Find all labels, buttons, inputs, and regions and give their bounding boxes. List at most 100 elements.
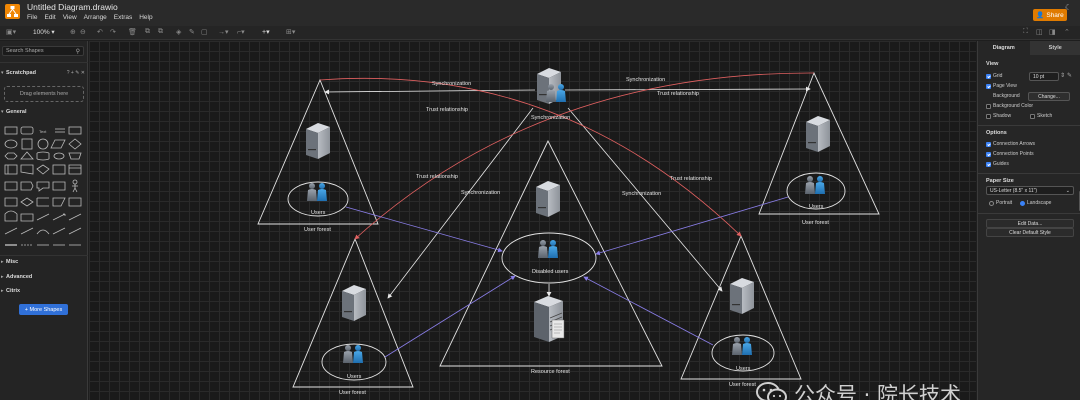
menu-view[interactable]: View bbox=[62, 14, 77, 21]
scratchpad-dropzone[interactable]: Drag elements here bbox=[4, 86, 84, 102]
edge-label-sync-right[interactable]: Synchronization bbox=[626, 77, 665, 83]
section-citrix-label: Citrix bbox=[6, 288, 21, 294]
table-icon[interactable]: ⊞▾ bbox=[286, 29, 296, 36]
connection-arrows-label: Connection Arrows bbox=[993, 141, 1035, 147]
section-scratchpad[interactable]: ▾ Scratchpad ? + ✎ ✕ bbox=[0, 68, 88, 79]
section-citrix[interactable]: ▸ Citrix bbox=[0, 286, 88, 297]
change-background-button[interactable]: Change... bbox=[1028, 92, 1070, 101]
zoom-select[interactable]: 100% ▾ bbox=[33, 29, 55, 36]
search-icon[interactable]: ⚲ bbox=[75, 49, 80, 55]
menu-file[interactable]: File bbox=[27, 14, 38, 21]
zoom-in-icon[interactable]: ⊕ bbox=[70, 29, 76, 36]
portrait-label: Portrait bbox=[996, 200, 1013, 206]
users-label-bottom-left[interactable]: Users bbox=[347, 374, 362, 380]
undo-icon[interactable]: ↶ bbox=[97, 29, 103, 36]
menu-edit[interactable]: Edit bbox=[44, 14, 56, 21]
fill-color-icon[interactable]: ◈ bbox=[176, 29, 182, 36]
theme-toggle-icon[interactable]: ☾ bbox=[1064, 3, 1072, 12]
edge-label-sync-right-low[interactable]: Synchronization bbox=[622, 191, 661, 197]
section-general-label: General bbox=[6, 109, 27, 115]
users-label-left[interactable]: Users bbox=[311, 210, 326, 216]
section-advanced[interactable]: ▸ Advanced bbox=[0, 272, 88, 283]
edge-label-trust-left-low[interactable]: Trust relationship bbox=[416, 174, 458, 180]
paper-size-select[interactable]: US-Letter (8.5" x 11")⌄ bbox=[986, 186, 1074, 195]
stepper-icon[interactable]: ⇕ bbox=[1060, 73, 1066, 79]
watermark-text: 公众号 · 院长技术 bbox=[794, 383, 962, 400]
line-color-icon[interactable]: ✎ bbox=[189, 29, 195, 36]
divider bbox=[978, 125, 1080, 126]
users-label-bottom-right[interactable]: Users bbox=[736, 366, 751, 372]
menu-arrange[interactable]: Arrange bbox=[83, 14, 107, 21]
grid-checkbox[interactable]: Grid bbox=[986, 73, 1002, 79]
forest-label-bottom-left[interactable]: User forest bbox=[339, 390, 366, 396]
tab-diagram[interactable]: Diagram bbox=[978, 41, 1030, 55]
scratchpad-actions-icon[interactable]: ? + ✎ ✕ bbox=[66, 70, 85, 76]
section-misc[interactable]: ▸ Misc bbox=[0, 257, 88, 268]
menu-extras[interactable]: Extras bbox=[113, 14, 133, 21]
toolbar: ▣▾ 100% ▾ ⊕ ⊖ ↶ ↷ 🗑 ⧉ ⧉ ◈ ✎ ▢ →▾ ⌐▾ +▾ ⊞… bbox=[0, 26, 1080, 40]
search-input[interactable]: Search Shapes ⚲ bbox=[2, 46, 84, 56]
waypoints-icon[interactable]: ⌐▾ bbox=[237, 29, 245, 36]
server-label-top[interactable]: Synchronization bbox=[531, 115, 570, 121]
grid-size-input[interactable]: 10 pt bbox=[1029, 72, 1059, 81]
general-shapes-palette[interactable]: Text bbox=[3, 124, 85, 252]
radio-selected-icon bbox=[1020, 200, 1025, 206]
page-view-checkbox[interactable]: Page View bbox=[986, 83, 1017, 89]
panel-toggle-icon[interactable]: ◨ bbox=[1049, 29, 1056, 36]
zoom-out-icon[interactable]: ⊖ bbox=[80, 29, 86, 36]
format-panel-icon[interactable]: ▣▾ bbox=[6, 29, 17, 36]
checkbox-unchecked-icon bbox=[1030, 113, 1035, 119]
to-back-icon[interactable]: ⧉ bbox=[158, 28, 163, 35]
edit-data-button[interactable]: Edit Data... bbox=[986, 219, 1074, 228]
clear-default-style-button[interactable]: Clear Default Style bbox=[986, 228, 1074, 237]
share-button[interactable]: 👤 Share bbox=[1033, 9, 1067, 21]
radio-unselected-icon bbox=[989, 200, 994, 206]
users-label-right[interactable]: Users bbox=[809, 204, 824, 210]
diagram-canvas[interactable]: Synchronization Synchronization Trust re… bbox=[89, 41, 976, 400]
background-color-checkbox[interactable]: Background Color bbox=[986, 103, 1033, 109]
landscape-label: Landscape bbox=[1027, 200, 1052, 206]
document-title[interactable]: Untitled Diagram.drawio bbox=[27, 2, 118, 12]
background-label: Background bbox=[993, 93, 1020, 99]
redo-icon[interactable]: ↷ bbox=[110, 29, 116, 36]
paper-size-value: US-Letter (8.5" x 11") bbox=[990, 187, 1038, 194]
grid-color-icon[interactable]: ✎ bbox=[1067, 73, 1073, 79]
split-icon[interactable]: ◫ bbox=[1036, 29, 1043, 36]
connection-icon[interactable]: →▾ bbox=[218, 29, 229, 36]
options-heading: Options bbox=[986, 130, 1007, 136]
forest-label-bottom-right[interactable]: User forest bbox=[729, 382, 756, 388]
collapse-icon[interactable]: ⌃ bbox=[1064, 29, 1070, 36]
guides-checkbox[interactable]: Guides bbox=[986, 161, 1009, 167]
checkbox-unchecked-icon bbox=[986, 103, 991, 109]
chevron-down-icon: ▾ bbox=[1, 70, 4, 76]
user-icon: 👤 bbox=[1036, 12, 1045, 19]
checkbox-checked-icon bbox=[986, 161, 991, 167]
connection-arrows-checkbox[interactable]: Connection Arrows bbox=[986, 141, 1035, 147]
checkbox-unchecked-icon bbox=[986, 113, 991, 119]
landscape-radio[interactable]: Landscape bbox=[1020, 200, 1051, 206]
to-front-icon[interactable]: ⧉ bbox=[145, 28, 150, 35]
fullscreen-icon[interactable]: ⛶ bbox=[1023, 28, 1028, 35]
insert-icon[interactable]: +▾ bbox=[262, 29, 270, 36]
sketch-checkbox[interactable]: Sketch bbox=[1030, 113, 1052, 119]
edge-label-sync-left-low[interactable]: Synchronization bbox=[461, 190, 500, 196]
more-shapes-button[interactable]: + More Shapes bbox=[19, 304, 68, 315]
portrait-radio[interactable]: Portrait bbox=[989, 200, 1012, 206]
connection-points-checkbox[interactable]: Connection Points bbox=[986, 151, 1034, 157]
shadow-icon[interactable]: ▢ bbox=[201, 29, 208, 36]
disabled-users-label[interactable]: Disabled users bbox=[532, 269, 569, 275]
forest-label-right[interactable]: User forest bbox=[802, 220, 829, 226]
edge-label-sync-left[interactable]: Synchronization bbox=[432, 81, 471, 87]
edge-label-trust-right[interactable]: Trust relationship bbox=[657, 91, 699, 97]
tab-style[interactable]: Style bbox=[1029, 41, 1080, 55]
edge-label-trust-left[interactable]: Trust relationship bbox=[426, 107, 468, 113]
drawio-logo bbox=[5, 4, 20, 19]
delete-icon[interactable]: 🗑 bbox=[128, 29, 137, 36]
menu-help[interactable]: Help bbox=[139, 14, 153, 21]
forest-label-left[interactable]: User forest bbox=[304, 227, 331, 233]
edge-label-trust-right-low[interactable]: Trust relationship bbox=[670, 176, 712, 182]
section-general[interactable]: ▾ General bbox=[0, 107, 88, 118]
diagram[interactable]: Synchronization Synchronization Trust re… bbox=[89, 41, 976, 400]
forest-label-resource[interactable]: Resource forest bbox=[531, 369, 570, 375]
shadow-checkbox[interactable]: Shadow bbox=[986, 113, 1011, 119]
